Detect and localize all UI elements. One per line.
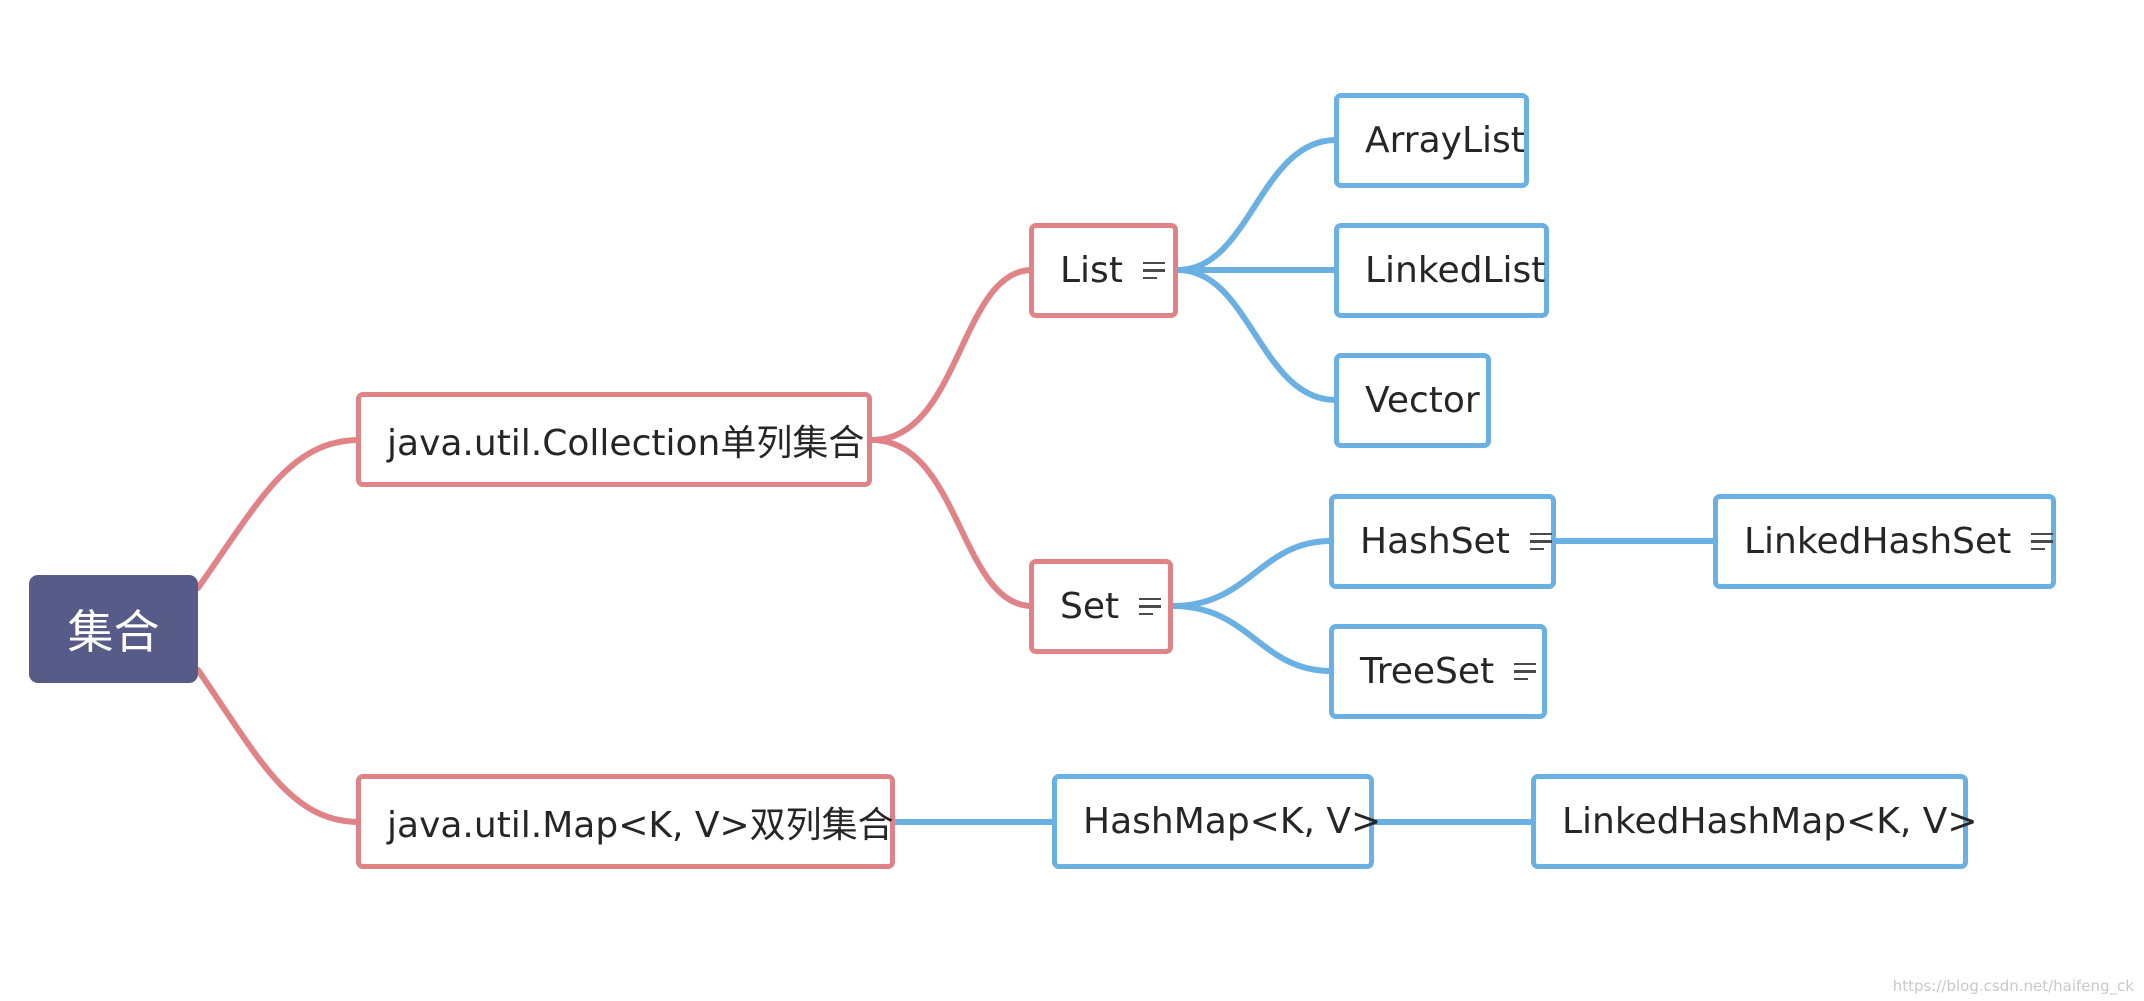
note-icon[interactable] — [1514, 658, 1537, 686]
set-node[interactable]: Set — [1029, 559, 1173, 654]
note-icon[interactable] — [1139, 593, 1162, 621]
connector-root-map — [195, 667, 363, 825]
collection-label: java.util.Collection单列集合 — [387, 422, 865, 464]
map-label: java.util.Map<K, V>双列集合 — [387, 804, 894, 846]
list-node[interactable]: List — [1029, 223, 1178, 318]
connector-list-vector — [1175, 267, 1339, 403]
hashmap-label: HashMap<K, V> — [1083, 801, 1382, 842]
vector-node[interactable]: Vector — [1334, 353, 1491, 448]
watermark: https://blog.csdn.net/haifeng_ck — [1892, 977, 2134, 995]
note-icon[interactable] — [2031, 528, 2054, 556]
connector-set-hashset — [1170, 538, 1334, 609]
linkedlist-node[interactable]: LinkedList — [1334, 223, 1549, 318]
connector-root-collection — [195, 437, 363, 591]
arraylist-node[interactable]: ArrayList — [1334, 93, 1529, 188]
treeset-label: TreeSet — [1360, 651, 1495, 692]
hashset-label: HashSet — [1360, 521, 1510, 562]
linkedhashset-label: LinkedHashSet — [1744, 521, 2012, 562]
linkedhashmap-node[interactable]: LinkedHashMap<K, V> — [1531, 774, 1978, 869]
list-label: List — [1060, 250, 1123, 291]
hashmap-node[interactable]: HashMap<K, V> — [1052, 774, 1381, 869]
set-label: Set — [1060, 586, 1120, 627]
linkedlist-label: LinkedList — [1365, 250, 1546, 291]
linkedhashset-node[interactable]: LinkedHashSet — [1713, 494, 2056, 589]
note-icon[interactable] — [1529, 528, 1552, 556]
root-label: 集合 — [67, 605, 160, 659]
connector-collection-list — [869, 267, 1035, 443]
connector-list-arraylist — [1175, 137, 1339, 273]
arraylist-label: ArrayList — [1365, 120, 1525, 161]
map-node[interactable]: java.util.Map<K, V>双列集合 — [356, 774, 895, 869]
connector-collection-set — [869, 437, 1035, 609]
collection-node[interactable]: java.util.Collection单列集合 — [356, 392, 872, 487]
linkedhashmap-label: LinkedHashMap<K, V> — [1562, 801, 1978, 842]
note-icon[interactable] — [1142, 257, 1165, 285]
vector-label: Vector — [1365, 380, 1480, 421]
treeset-node[interactable]: TreeSet — [1329, 624, 1547, 719]
hashset-node[interactable]: HashSet — [1329, 494, 1556, 589]
connector-set-treeset — [1170, 603, 1334, 674]
root-node[interactable]: 集合 — [29, 575, 198, 683]
